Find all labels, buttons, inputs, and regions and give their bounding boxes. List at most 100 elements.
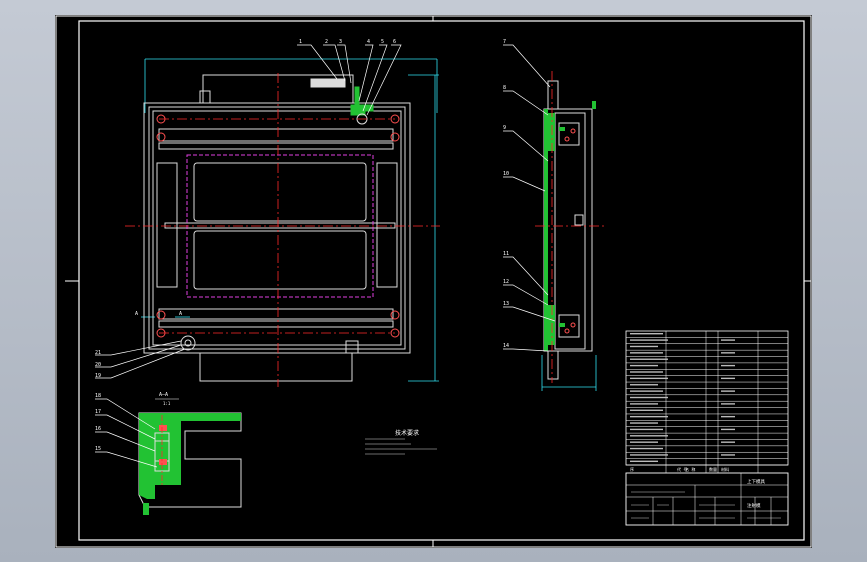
section-title: A—A: [159, 392, 168, 398]
parts-row-text: [630, 454, 668, 456]
parts-row-text: [630, 377, 668, 380]
section-pin-top: [159, 425, 167, 431]
section-hatch: [139, 413, 241, 515]
callout-19: 19: [95, 373, 101, 379]
front-callout-labels: 1 2 3 4 5 6 21 20 19 A A: [95, 39, 396, 379]
parts-row-text: [630, 345, 658, 348]
parts-entries: [630, 333, 735, 463]
side-leaders: [503, 44, 556, 352]
front-view: 1 2 3 4 5 6 21 20 19 A A: [95, 39, 440, 387]
callout-18: 18: [95, 393, 101, 399]
side-center-lines: [535, 71, 605, 383]
callout-17: 17: [95, 409, 101, 415]
drawing-name: 上下模具: [747, 478, 765, 485]
callout-3: 3: [339, 39, 342, 45]
parts-row-text: [630, 415, 668, 418]
parts-row-material: [721, 352, 735, 354]
section-pin-bottom: [159, 459, 167, 465]
callout-1: 1: [299, 39, 302, 45]
technical-notes: 技术要求: [365, 429, 437, 455]
parts-row-material: [721, 339, 735, 341]
cad-drawing: 1 2 3 4 5 6 21 20 19 A A: [55, 15, 812, 548]
section-scale: 1:1: [163, 401, 171, 406]
parts-row-text: [630, 428, 663, 431]
callout-16: 16: [95, 426, 101, 432]
callout-6: 6: [393, 39, 396, 45]
parts-header: 序 代 号 名 称 数量 材料: [630, 466, 729, 472]
parts-row-text: [630, 441, 658, 443]
parts-row-material: [721, 454, 735, 456]
side-bottom-boss: [547, 350, 559, 380]
section-mark-right: A: [179, 311, 182, 317]
callout-21: 21: [95, 350, 101, 356]
side-callout-labels: 7 8 9 10 11 12 13 14: [503, 39, 509, 349]
notes-lines: [365, 438, 437, 455]
callout-2: 2: [325, 39, 328, 45]
parts-row-text: [630, 358, 668, 360]
parts-row-material: [721, 377, 735, 380]
parts-row-text: [630, 460, 658, 463]
parts-row-text: [630, 435, 668, 437]
drawing-subtitle: 注射模: [747, 502, 761, 509]
parts-list: 序 代 号 名 称 数量 材料: [625, 330, 789, 473]
parts-row-text: [630, 339, 668, 341]
parts-row-text: [630, 447, 663, 450]
parts-row-material: [721, 364, 735, 367]
callout-12: 12: [503, 279, 509, 285]
drawing-sheet: 1 2 3 4 5 6 21 20 19 A A: [55, 15, 812, 548]
col-header-no: 序: [630, 466, 634, 472]
parts-row-material: [721, 415, 735, 418]
front-dimensions: [141, 58, 439, 382]
callout-15: 15: [95, 446, 101, 452]
side-bolts: [564, 128, 576, 334]
mold-plate: [143, 102, 411, 354]
parts-row-text: [630, 403, 658, 405]
callout-14: 14: [503, 343, 509, 349]
callout-5: 5: [381, 39, 384, 45]
parts-row-text: [630, 352, 663, 354]
parts-row-material: [721, 428, 735, 431]
callout-7: 7: [503, 39, 506, 45]
bottom-pin: [180, 335, 196, 351]
parts-row-text: [630, 396, 668, 399]
bottom-boss: [199, 352, 353, 382]
top-boss-rib: [310, 78, 346, 88]
parts-row-material: [721, 390, 735, 392]
title-block: 上下模具 注射模: [625, 472, 789, 526]
parts-row-text: [630, 390, 663, 392]
callout-10: 10: [503, 171, 509, 177]
parts-row-material: [721, 403, 735, 405]
parts-row-text: [630, 422, 658, 424]
parts-row-material: [721, 441, 735, 443]
side-dimension: [541, 355, 597, 391]
front-center-lines: [125, 73, 440, 387]
callout-4: 4: [367, 39, 370, 45]
callout-9: 9: [503, 125, 506, 131]
col-header-qty: 数量: [709, 466, 717, 472]
hatched-detail: [350, 86, 374, 116]
parts-row-text: [630, 409, 663, 411]
parts-row-text: [630, 364, 658, 367]
col-header-material: 材料: [721, 466, 729, 472]
section-mark-left: A: [135, 311, 138, 317]
callout-13: 13: [503, 301, 509, 307]
parts-row-text: [630, 371, 663, 373]
section-view: A—A 1:1 18 17 16 15: [95, 392, 242, 515]
drawing-frame: [78, 20, 805, 541]
frame-ticks: [65, 16, 811, 547]
callout-20: 20: [95, 362, 101, 368]
callout-11: 11: [503, 251, 509, 257]
cavities: [193, 162, 367, 290]
col-header-name: 名 称: [685, 466, 695, 472]
parts-row-text: [630, 333, 663, 335]
notes-heading: 技术要求: [395, 429, 419, 437]
side-top-boss: [547, 80, 559, 110]
section-leaders: [95, 398, 158, 468]
col-header-code: 代 号: [677, 466, 687, 472]
side-hatch: [544, 101, 596, 351]
callout-8: 8: [503, 85, 506, 91]
front-leaders: [95, 44, 402, 379]
section-callout-labels: 18 17 16 15: [95, 393, 101, 452]
side-view: 7 8 9 10 11 12 13 14: [503, 39, 605, 391]
section-outline: [138, 412, 242, 508]
